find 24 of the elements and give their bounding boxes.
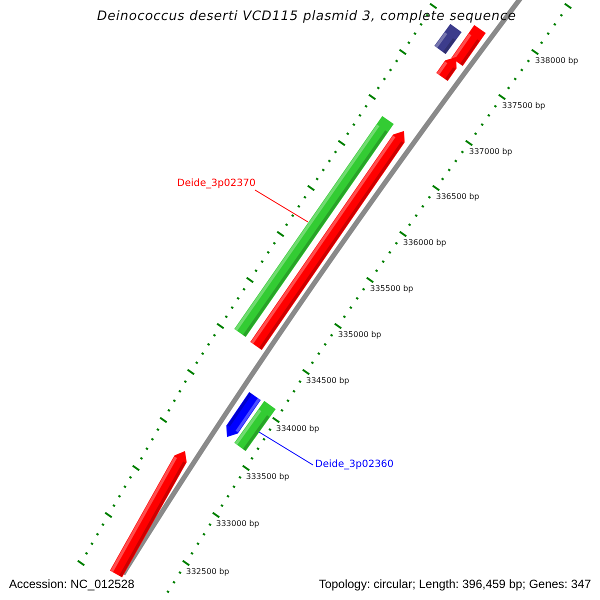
tick-label: 338000 bp [535, 56, 578, 66]
gene-feature [451, 25, 486, 66]
gene-feature [436, 57, 457, 82]
gene-label: Deide_3p02370 [177, 177, 256, 190]
gene-feature [110, 451, 187, 578]
tick-label: 337000 bp [469, 147, 512, 157]
tick-label: 335000 bp [338, 330, 382, 340]
gene-feature [226, 392, 261, 437]
summary-text: Topology: circular; Length: 396,459 bp; Genes: 347 [318, 577, 591, 591]
tick-label: 337500 bp [502, 101, 546, 111]
tick-label: 333000 bp [216, 519, 260, 529]
map-title: Deinococcus deserti VCD115 plasmid 3, complete sequence [96, 8, 518, 26]
tick-label: 332500 bp [186, 567, 230, 577]
accession-text: Accession: NC_012528 [9, 577, 134, 591]
gene-label: Deide_3p02360 [315, 458, 394, 471]
tick-label: 336500 bp [436, 192, 480, 202]
gene-feature [434, 24, 462, 54]
gene-feature [234, 400, 276, 452]
tick-label: 334500 bp [306, 376, 350, 386]
leader-line [258, 432, 314, 466]
tick-label: 335500 bp [370, 284, 414, 294]
tick-label: 333500 bp [246, 472, 290, 482]
tick-label: 334000 bp [276, 424, 320, 434]
tick-label: 336000 bp [403, 238, 446, 248]
